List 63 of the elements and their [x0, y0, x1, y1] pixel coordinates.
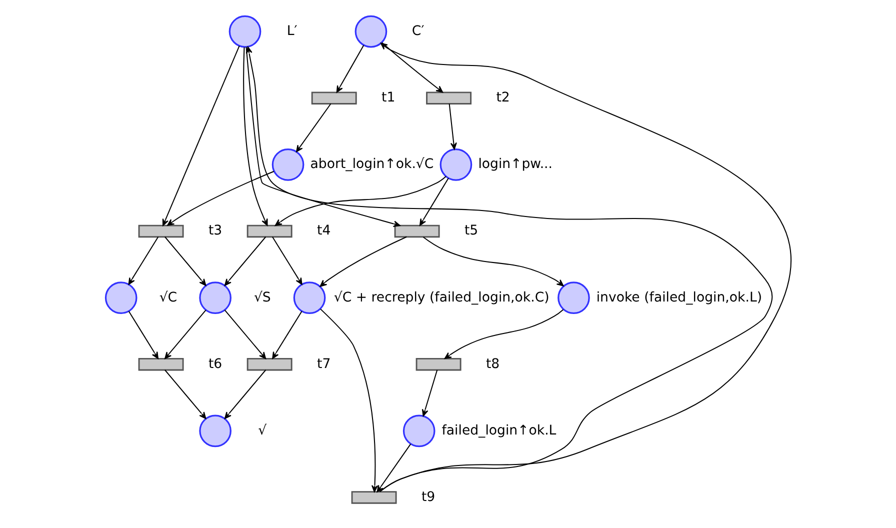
- node-circle: [198, 281, 231, 314]
- node-bar: [394, 224, 440, 238]
- node-label: C′: [411, 24, 424, 39]
- arrow: [164, 236, 206, 286]
- arrow: [224, 369, 266, 418]
- node-label: √C: [158, 290, 177, 305]
- node-label: √S: [253, 290, 270, 305]
- node-circle: [557, 281, 590, 314]
- arrow: [421, 369, 438, 416]
- node-bar: [310, 91, 356, 104]
- arrow: [319, 236, 406, 286]
- arrow: [164, 369, 206, 418]
- arrow: [224, 309, 266, 359]
- arrow: [296, 102, 331, 152]
- node-circle: [439, 148, 472, 180]
- arrow: [448, 103, 456, 150]
- node-label: invoke (failed_login,ok.L): [596, 290, 762, 305]
- node-bar: [138, 358, 184, 370]
- node-label: login↑pw...: [478, 156, 552, 172]
- node-label: √C + recreply (failed_login,ok.C): [333, 290, 549, 305]
- arrow: [422, 236, 564, 286]
- node-circle: [292, 281, 326, 314]
- node-circle: [228, 14, 261, 48]
- node-label: t6: [208, 356, 222, 372]
- node-circle: [354, 14, 387, 48]
- arrow: [272, 236, 302, 284]
- node-bar: [246, 224, 292, 238]
- node-label: t8: [485, 356, 500, 372]
- node-label: failed_login↑ok.L: [441, 422, 556, 438]
- node-label: t5: [464, 223, 478, 238]
- arrow: [128, 310, 158, 358]
- node-circle: [271, 148, 304, 180]
- arrow: [444, 308, 564, 359]
- arrow: [224, 236, 266, 286]
- arrow: [245, 46, 772, 492]
- node-label: L′: [286, 24, 297, 39]
- node-bar: [426, 91, 472, 104]
- node-label: √: [258, 422, 266, 438]
- arrow: [320, 308, 378, 492]
- arrow: [378, 42, 791, 492]
- arrow: [376, 443, 411, 492]
- node-label: t9: [420, 489, 435, 504]
- node-bar: [415, 358, 461, 370]
- node-bar: [138, 224, 184, 238]
- node-label: t1: [381, 90, 395, 106]
- arrow: [128, 236, 158, 284]
- node-bar: [350, 490, 396, 504]
- node-label: t7: [316, 356, 330, 372]
- arrow: [336, 44, 364, 92]
- node-circle: [198, 414, 231, 447]
- node-circle: [402, 414, 435, 447]
- arrow: [272, 310, 302, 358]
- arrow: [164, 309, 206, 359]
- arrow: [418, 177, 448, 226]
- node-label: t2: [496, 90, 510, 106]
- node-label: abort_login↑ok.√C: [310, 156, 434, 172]
- node-bar: [246, 358, 292, 370]
- arrow: [162, 45, 240, 226]
- arrow: [274, 175, 446, 226]
- node-circle: [104, 281, 137, 314]
- node-label: t3: [208, 223, 222, 238]
- node-label: t4: [316, 223, 330, 238]
- arrow: [381, 42, 443, 92]
